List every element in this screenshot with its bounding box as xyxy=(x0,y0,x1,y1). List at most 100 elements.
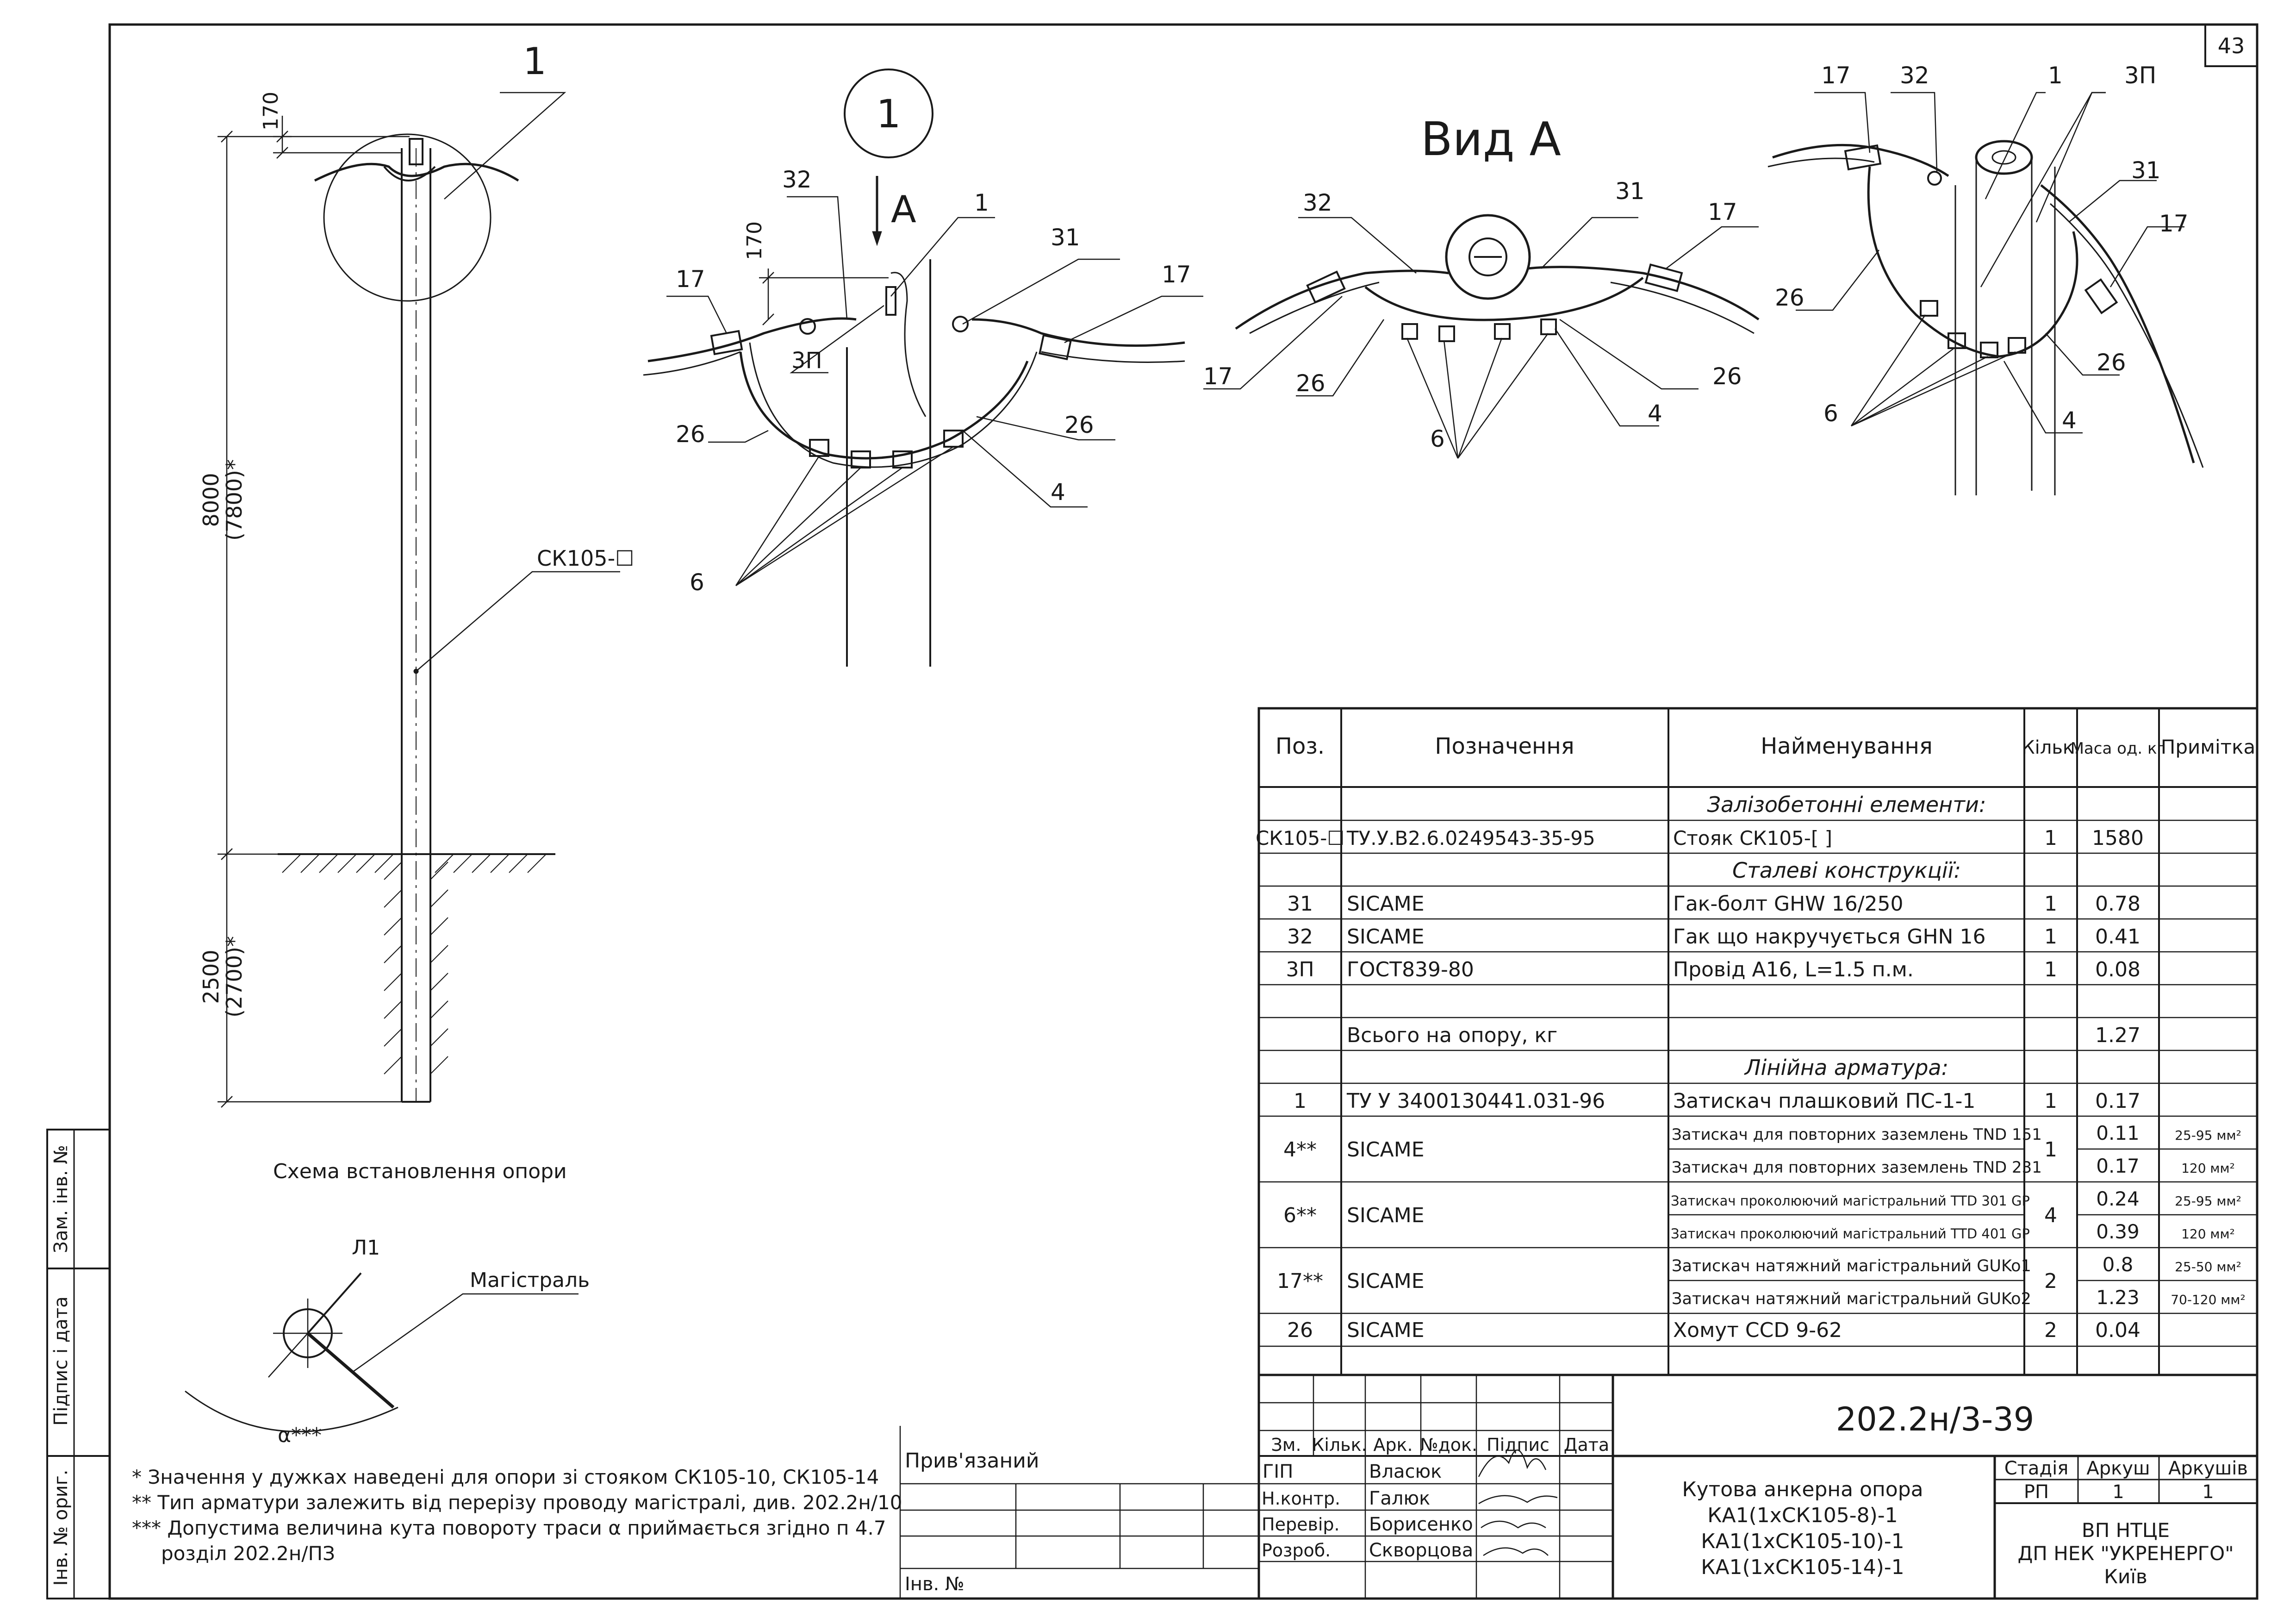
spec-header-name: Найменування xyxy=(1761,733,1933,759)
spec-row-designation: ТУ.У.В2.6.0249543-35-95 xyxy=(1346,827,1595,849)
spec-row-note: 25-95 мм² xyxy=(2175,1128,2241,1143)
iso-label-31: 31 xyxy=(2131,157,2161,184)
detail-label-1: 1 xyxy=(974,189,989,216)
spec-header-designation: Позначення xyxy=(1435,733,1574,759)
angle-l1: Л1 xyxy=(352,1236,380,1260)
spec-row-pos: 31 xyxy=(1287,892,1313,916)
detail-dim: 170 xyxy=(743,221,766,260)
spec-row-name: Затискач плашковий ПС-1-1 xyxy=(1673,1089,1975,1113)
spec-row-pos: СК105-☐ xyxy=(1256,827,1344,849)
role-checked: Перевір. xyxy=(1262,1514,1340,1535)
iso-label-1: 1 xyxy=(2048,62,2063,89)
spec-header-note: Примітка xyxy=(2161,736,2255,758)
spec-row-note: 120 мм² xyxy=(2181,1226,2235,1242)
detail-label-3p: 3П xyxy=(791,348,822,374)
spec-row-pos: 32 xyxy=(1287,925,1313,949)
spec-row-name: Затискач для повторних заземлень TND 151 xyxy=(1672,1125,2042,1144)
spec-header-mass: Маса од. кг xyxy=(2071,739,2165,758)
spec-row-designation: ГОСТ839-80 xyxy=(1347,958,1474,981)
spec-row-pos: 17** xyxy=(1277,1269,1323,1293)
view-a-label-6: 6 xyxy=(1430,425,1445,452)
detail-label-26-left: 26 xyxy=(676,421,705,448)
note-4: розділ 202.2н/ПЗ xyxy=(161,1542,335,1565)
sheets-value: 1 xyxy=(2202,1481,2214,1503)
attached-label: Прив'язаний xyxy=(905,1449,1039,1473)
stamp-orig-inv: Інв. № ориг. xyxy=(50,1470,72,1586)
view-a-label-4: 4 xyxy=(1648,400,1662,427)
angle-diagram xyxy=(185,1272,579,1432)
org-line-1: ВП НТЦЕ xyxy=(2082,1519,2170,1542)
pole-dim-above-alt: (7800)* xyxy=(222,459,247,541)
spec-row-designation: SICAME xyxy=(1347,925,1425,949)
view-a-label-17-right: 17 xyxy=(1708,199,1737,225)
spec-header-qty: Кільк. xyxy=(2022,737,2080,758)
spec-row-mass: 0.17 xyxy=(2096,1155,2140,1177)
stamp-replaced-inv: Зам. інв. № xyxy=(50,1145,72,1253)
role-developed: Розроб. xyxy=(1262,1540,1331,1561)
spec-row-designation: SICAME xyxy=(1347,1318,1425,1342)
title-line-2: КА1(1хСК105-8)-1 xyxy=(1707,1504,1898,1527)
detail-label-4: 4 xyxy=(1051,479,1065,506)
spec-row-mass: 0.39 xyxy=(2096,1220,2140,1243)
spec-header-pos: Поз. xyxy=(1276,733,1325,759)
name-checked: Борисенко xyxy=(1369,1514,1473,1535)
detail-label-31: 31 xyxy=(1051,224,1080,251)
spec-row-qty: 1 xyxy=(2044,1138,2057,1162)
sig-header-change: Зм. xyxy=(1271,1435,1301,1455)
angle-alpha: α*** xyxy=(278,1424,322,1447)
spec-row-qty: 1 xyxy=(2044,892,2057,916)
name-developed: Скворцова xyxy=(1369,1540,1473,1561)
org-line-3: Київ xyxy=(2104,1565,2147,1588)
iso-label-6: 6 xyxy=(1823,400,1838,427)
spec-row-name: Стояк СК105-[ ] xyxy=(1673,827,1832,849)
iso-label-17-top: 17 xyxy=(1821,62,1851,89)
spec-row-name: Затискач проколюючий магістральний TTD 4… xyxy=(1671,1226,2030,1242)
sheet-value: 1 xyxy=(2112,1481,2124,1503)
spec-row-pos: 26 xyxy=(1287,1318,1313,1342)
spec-row-note: 70-120 мм² xyxy=(2171,1292,2246,1307)
pole-callout: 1 xyxy=(523,40,547,83)
sig-header-sheet: Арк. xyxy=(1373,1435,1412,1455)
detail-label-17-left: 17 xyxy=(676,266,705,293)
spec-row-designation: ТУ У 3400130441.031-96 xyxy=(1346,1089,1605,1113)
spec-row-qty: 2 xyxy=(2044,1269,2057,1293)
iso-view xyxy=(1767,92,2204,495)
view-a-title: Вид А xyxy=(1421,112,1561,166)
spec-row-name: Провід А16, L=1.5 п.м. xyxy=(1673,958,1914,981)
sheet-header: Аркуш xyxy=(2086,1458,2150,1479)
spec-row-qty: 1 xyxy=(2044,1089,2057,1113)
stamp-signature-date: Підпис і дата xyxy=(50,1296,72,1426)
spec-row-mass: 0.04 xyxy=(2095,1318,2140,1342)
spec-row-mass: 1580 xyxy=(2092,826,2144,850)
detail-view-arrow: А xyxy=(891,188,916,231)
title-block-grid xyxy=(899,1374,2259,1600)
spec-row-mass: 1.23 xyxy=(2096,1286,2140,1309)
role-gip: ГІП xyxy=(1263,1461,1293,1482)
view-a-label-17-left: 17 xyxy=(1203,363,1233,390)
iso-label-4: 4 xyxy=(2062,407,2077,434)
iso-label-32: 32 xyxy=(1900,62,1929,89)
stage-value: РП xyxy=(2024,1481,2049,1503)
signatures xyxy=(1478,1449,1558,1556)
role-norm-control: Н.контр. xyxy=(1262,1488,1340,1509)
spec-row-qty: 1 xyxy=(2044,826,2057,850)
spec-row-mass: 0.78 xyxy=(2095,892,2140,916)
detail-label-6: 6 xyxy=(690,569,704,596)
org-line-2: ДП НЕК "УКРЕНЕРГО" xyxy=(2017,1542,2234,1565)
spec-row-designation: SICAME xyxy=(1347,1269,1425,1293)
drawing-code: 202.2н/3-39 xyxy=(1836,1400,2035,1438)
spec-row-mass: 0.24 xyxy=(2096,1187,2140,1210)
view-a-label-26-right: 26 xyxy=(1712,363,1742,390)
spec-section-linear: Лінійна арматура: xyxy=(1744,1055,1948,1080)
sig-header-signature: Підпис xyxy=(1487,1435,1549,1455)
pole-dim-above-main: 8000 xyxy=(199,473,224,527)
pole-dim-below-main: 2500 xyxy=(199,949,224,1004)
pole-caption: Схема встановлення опори xyxy=(273,1160,567,1183)
spec-row-designation: SICAME xyxy=(1347,892,1425,916)
detail-label-32: 32 xyxy=(782,166,812,193)
spec-row-name: Затискач натяжний магістральний GUKo1 xyxy=(1672,1257,2031,1275)
inv-number-label: Інв. № xyxy=(905,1574,964,1595)
spec-row-name: Затискач натяжний магістральний GUKo2 xyxy=(1672,1290,2031,1308)
spec-row-designation: SICAME xyxy=(1347,1138,1425,1162)
